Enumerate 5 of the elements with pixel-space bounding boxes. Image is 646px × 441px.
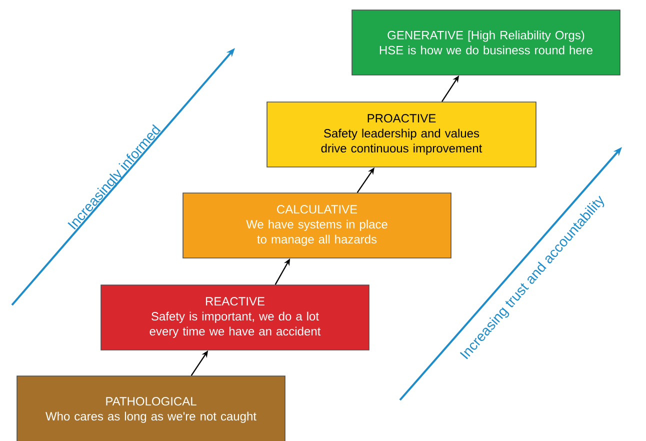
level-box: GENERATIVE [High Reliability Orgs) HSE is how we do business round here xyxy=(352,10,620,76)
level-box: CALCULATIVE We have systems in place to manage all hazards xyxy=(182,192,452,258)
level-box: REACTIVE Safety is important, we do a lot every time we have an accident xyxy=(100,284,370,350)
level-box: PATHOLOGICAL Who cares as long as we're not caught xyxy=(16,376,286,441)
level-box: PROACTIVE Safety leadership and values drive continuous improvement xyxy=(266,102,536,168)
